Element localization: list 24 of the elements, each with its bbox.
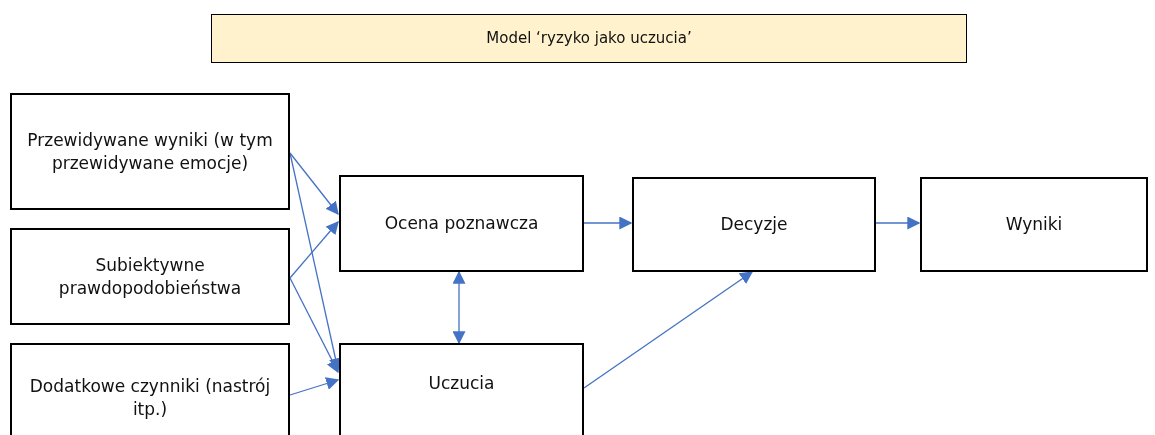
arrow bbox=[452, 270, 466, 345]
arrow bbox=[875, 216, 921, 230]
process-box bbox=[339, 343, 584, 435]
process-box bbox=[632, 177, 876, 272]
title-box bbox=[211, 14, 967, 63]
node-label: Decyzje bbox=[719, 213, 789, 236]
node-label: Przewidywane wyniki (w tym przewidywane emocje) bbox=[26, 128, 274, 175]
arrow bbox=[583, 216, 633, 230]
process-box bbox=[10, 343, 290, 435]
arrow bbox=[289, 152, 339, 215]
node-label: Wyniki bbox=[1004, 213, 1064, 236]
node-label: Ocena poznawcza bbox=[383, 212, 540, 235]
node-label: Dodatkowe czynniki (nastrój itp.) bbox=[28, 375, 272, 421]
arrow bbox=[289, 377, 340, 396]
process-box bbox=[920, 177, 1148, 272]
node-label: Uczucia bbox=[427, 371, 496, 395]
node-label: Model ‘ryzyko jako uczucia’ bbox=[485, 28, 693, 49]
arrow bbox=[289, 221, 339, 279]
arrow bbox=[289, 277, 339, 374]
process-box bbox=[10, 228, 290, 325]
process-box bbox=[10, 93, 290, 210]
node-label: Subiektywne prawdopodobieństwa bbox=[57, 253, 243, 300]
process-box bbox=[339, 175, 584, 272]
arrow bbox=[583, 271, 754, 389]
